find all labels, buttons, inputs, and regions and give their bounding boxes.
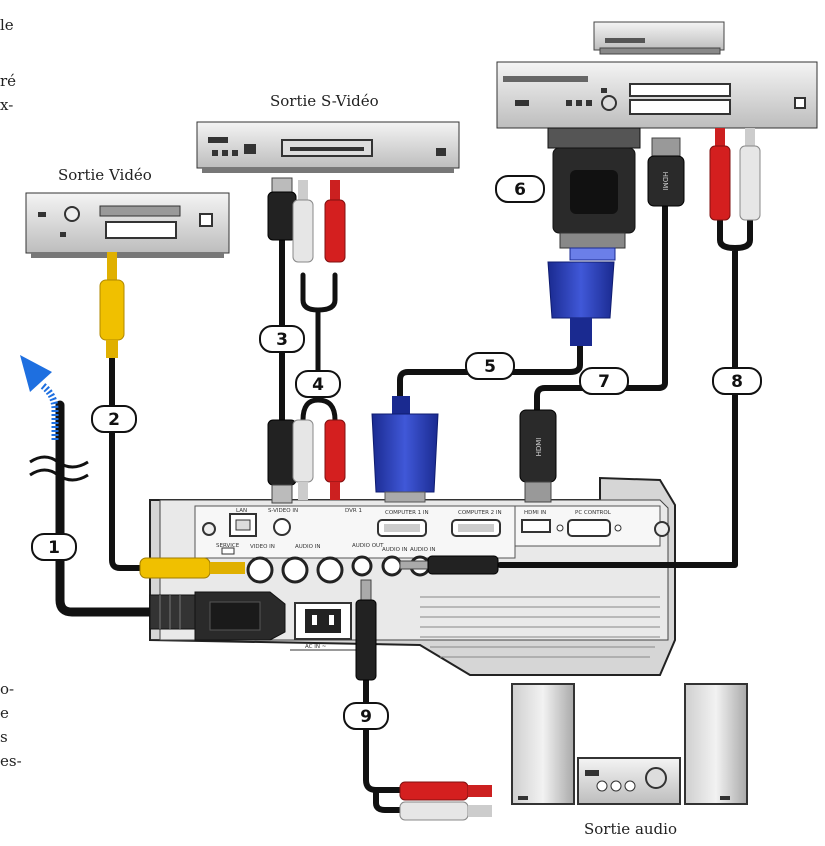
projector-body — [149, 476, 676, 676]
callout-8: 8 — [712, 367, 762, 395]
port-label-service: SERVICE — [216, 543, 240, 549]
svideo-plug-top — [267, 177, 297, 241]
minijack-8-plug — [399, 555, 499, 575]
svideo-plug-bottom — [267, 419, 297, 504]
svg-text:3: 3 — [276, 330, 288, 350]
port-label-audio-in-small: AUDIO IN — [382, 547, 407, 553]
svg-text:2: 2 — [108, 410, 120, 430]
callout-3: 3 — [259, 325, 305, 353]
port-label-hdmi: HDMI IN — [524, 510, 546, 516]
hdmi-plug-top: HDMI — [647, 137, 685, 207]
callout-9: 9 — [343, 702, 389, 730]
svg-text:9: 9 — [360, 707, 372, 727]
composite-plug-top — [99, 252, 125, 358]
edge-text-fragment: le — [0, 16, 14, 34]
vga-plug-top — [547, 247, 616, 346]
hdmi-plug-top-text: HDMI — [661, 172, 669, 191]
cable-break-symbol — [29, 455, 89, 482]
vga-plug-bottom — [371, 396, 439, 503]
edge-text-fragment: es- — [0, 752, 22, 770]
port-label-ac-in: AC IN ~ — [305, 644, 327, 650]
cable-1-power — [55, 400, 155, 617]
callout-6: 6 — [495, 175, 545, 203]
callout-7: 7 — [579, 367, 629, 395]
callout-2: 2 — [91, 405, 137, 433]
composite-plug-bottom — [139, 557, 245, 579]
edge-text-fragment: x- — [0, 96, 14, 114]
caption-audio-out: Sortie audio — [584, 820, 677, 838]
cable-2-video — [109, 352, 153, 571]
port-label-audio-in-small-2: AUDIO IN — [410, 547, 435, 553]
cable-9-audio-out — [363, 677, 403, 793]
port-label-computer2: COMPUTER 2 IN — [458, 510, 502, 516]
edge-text-fragment: e — [0, 704, 9, 722]
svg-text:8: 8 — [731, 372, 743, 392]
svg-text:6: 6 — [514, 180, 526, 200]
port-label-dvr: DVR 1 — [345, 508, 362, 514]
hdmi-plug-bottom-text: HDMI — [535, 438, 543, 457]
top-small-device — [593, 21, 725, 55]
callout-5: 5 — [465, 352, 515, 380]
port-label-svideo-in: S-VIDEO IN — [268, 508, 298, 514]
svg-text:5: 5 — [484, 357, 496, 377]
audio-plugs-9 — [399, 781, 492, 821]
speaker-right — [684, 683, 748, 805]
port-label-computer1: COMPUTER 1 IN — [385, 510, 429, 516]
port-label-audio-out: AUDIO OUT — [352, 543, 384, 549]
port-label-audio-in: AUDIO IN — [295, 544, 320, 550]
callout-4: 4 — [295, 370, 341, 398]
svg-text:7: 7 — [598, 372, 610, 392]
power-plug — [149, 591, 286, 641]
blue-direction-arrow — [20, 355, 59, 440]
caption-svideo-out: Sortie S-Vidéo — [270, 92, 379, 110]
video-source-device — [25, 192, 230, 258]
audio-plugs-bottom-pair — [292, 419, 346, 500]
port-label-lan: LAN — [236, 508, 247, 514]
minijack-9-plug — [355, 579, 377, 681]
callout-1: 1 — [31, 533, 77, 561]
edge-text-fragment: ré — [0, 72, 17, 90]
cable-4-audio-y-top — [300, 272, 321, 423]
edge-text-fragment: s — [0, 728, 8, 746]
audio-system — [511, 683, 748, 805]
svg-text:1: 1 — [48, 538, 60, 558]
port-label-pc-control: PC CONTROL — [575, 510, 612, 516]
dvd-player-device — [496, 61, 818, 129]
caption-video-out: Sortie Vidéo — [58, 166, 152, 184]
audio-plugs-top-pair — [292, 180, 346, 263]
callouts: 1 2 3 4 5 6 7 8 9 — [31, 175, 762, 730]
port-label-video-in: VIDEO IN — [250, 544, 275, 550]
svg-text:4: 4 — [312, 375, 324, 395]
hdmi-plug-bottom: HDMI — [519, 409, 557, 503]
port-labels: LAN SERVICE S-VIDEO IN VIDEO IN AUDIO IN… — [216, 508, 612, 650]
edge-text-fragment: o- — [0, 680, 15, 698]
scart-adapter — [547, 127, 641, 249]
speaker-left — [511, 683, 575, 805]
svideo-source-device — [196, 121, 460, 173]
audio-plugs-8-top — [709, 128, 761, 221]
